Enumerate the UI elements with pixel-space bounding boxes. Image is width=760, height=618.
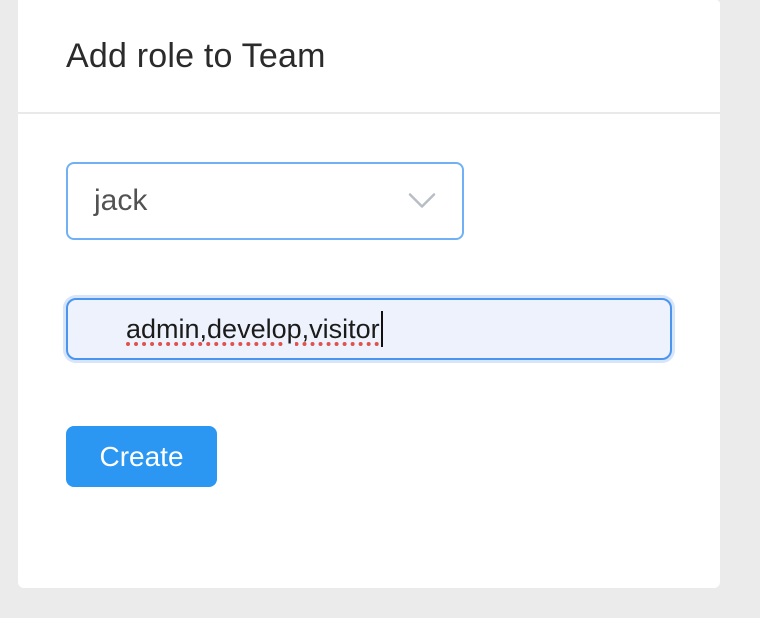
add-role-dialog: Add role to Team jack admin,develop,visi… — [18, 0, 720, 588]
dialog-body: jack admin,develop,visitor Create — [18, 162, 720, 487]
chevron-down-icon — [408, 193, 436, 210]
roles-input-value: admin,develop,visitor — [126, 313, 380, 344]
create-button-label: Create — [99, 440, 184, 472]
create-button[interactable]: Create — [66, 426, 217, 487]
dialog-title: Add role to Team — [66, 36, 326, 75]
text-caret — [380, 311, 383, 347]
member-select[interactable]: jack — [66, 162, 464, 240]
dialog-header: Add role to Team — [18, 0, 720, 114]
member-select-value: jack — [94, 184, 148, 217]
roles-input[interactable]: admin,develop,visitor — [66, 298, 672, 360]
